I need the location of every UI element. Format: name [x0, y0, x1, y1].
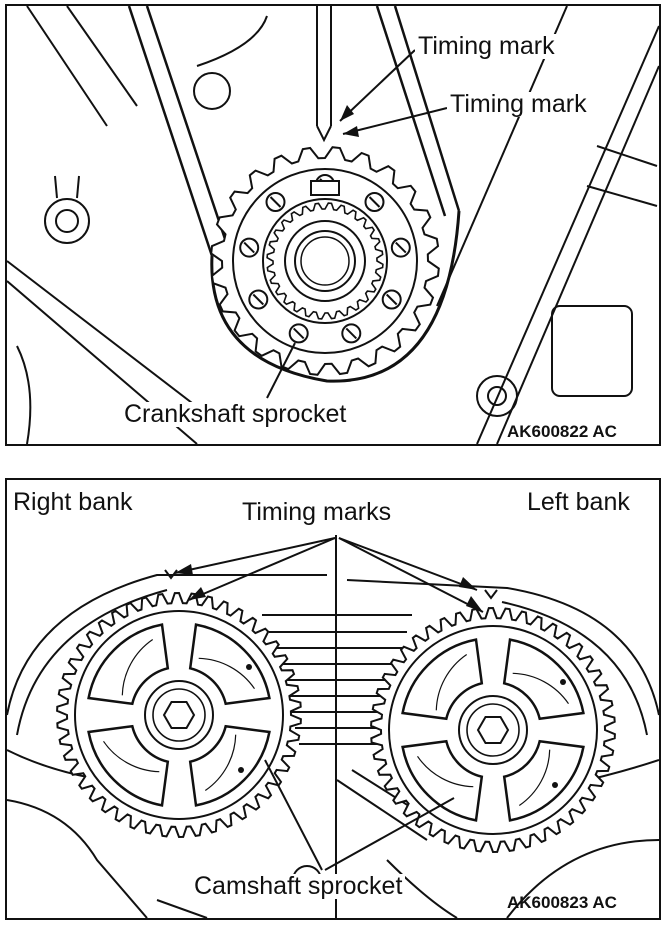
leader-lines: [266, 49, 448, 399]
leader-arrowheads: [340, 105, 359, 137]
crankshaft-illustration: [7, 6, 659, 444]
figure-code: AK600822 AC: [507, 422, 617, 441]
timing-mark-label-2: Timing mark: [447, 92, 590, 117]
right-bank-label: Right bank: [13, 488, 133, 516]
camshaft-diagram-panel: Right bank Left bank Timing marks Camsha…: [5, 478, 661, 920]
figure-code: AK600823 AC: [507, 893, 617, 912]
timing-mark-label-1: Timing mark: [415, 34, 558, 59]
camshaft-sprocket-label: Camshaft sprocket: [191, 874, 406, 899]
leader-arrowheads: [175, 564, 483, 612]
timing-mark-pointer: [316, 6, 332, 143]
camshaft-sprocket-left-bank: [370, 606, 616, 854]
crankshaft-sprocket: [210, 146, 440, 376]
engine-background-lines: [7, 574, 659, 918]
crankshaft-diagram-panel: Timing mark Timing mark Crankshaft sproc…: [5, 4, 661, 446]
leader-lines: [174, 537, 484, 871]
timing-belt: [127, 6, 461, 383]
left-bank-label: Left bank: [527, 488, 630, 516]
crankshaft-sprocket-label: Crankshaft sprocket: [121, 402, 350, 427]
camshaft-sprocket-right-bank: [56, 591, 302, 839]
camshaft-illustration: [7, 535, 659, 918]
timing-marks-label: Timing marks: [239, 500, 395, 525]
